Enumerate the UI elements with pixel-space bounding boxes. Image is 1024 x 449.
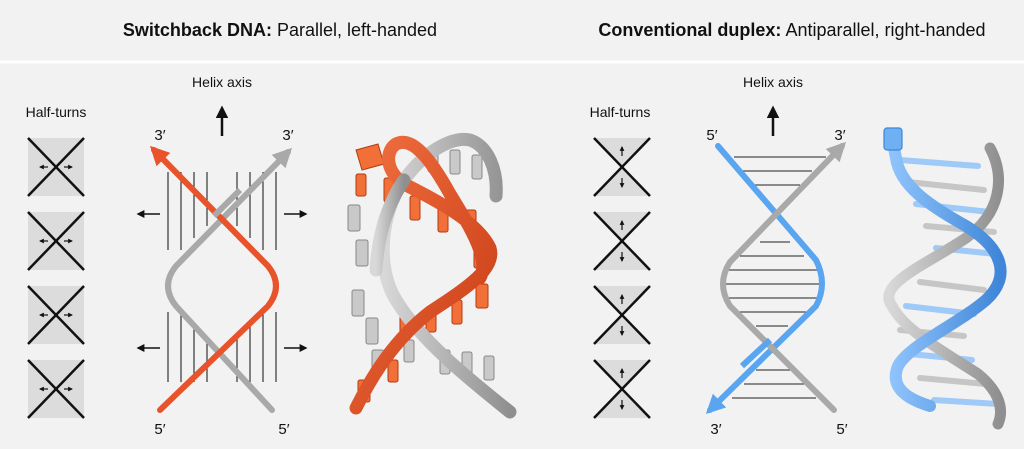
right-gray-strand — [720, 141, 847, 413]
right-half-turn-4 — [593, 359, 651, 419]
left-bottom-left-end: 5′ — [154, 421, 165, 438]
left-bottom-right-end: 5′ — [278, 421, 289, 438]
right-top-right-end: 3′ — [834, 127, 845, 144]
left-gray-strand — [165, 147, 293, 413]
left-half-turns-label: Half-turns — [26, 104, 87, 120]
left-orange-strand — [149, 145, 279, 413]
left-half-turn-3 — [27, 285, 85, 345]
right-half-turns-label: Half-turns — [590, 104, 651, 120]
right-half-turn-icons — [593, 137, 651, 419]
left-half-turn-2 — [27, 211, 85, 271]
right-bottom-left-end: 3′ — [710, 421, 721, 438]
right-bottom-right-end: 5′ — [836, 421, 847, 438]
b-dna-3d-model — [883, 127, 1007, 430]
left-half-turn-4 — [27, 359, 85, 419]
right-half-turn-3 — [593, 285, 651, 345]
left-gray-overlap — [211, 187, 243, 219]
right-base-pairs — [720, 156, 826, 399]
right-schematic: Helix axis 5′ 3′ 3′ 5′ — [705, 74, 848, 438]
right-half-turn-2 — [593, 211, 651, 271]
left-helix-axis-label: Helix axis — [192, 74, 252, 90]
switchback-3d-model — [347, 132, 517, 419]
right-top-left-end: 5′ — [706, 127, 717, 144]
right-blue-strand — [705, 143, 825, 415]
right-title: Conventional duplex: Antiparallel, right… — [598, 20, 985, 40]
left-top-left-end: 3′ — [154, 127, 165, 144]
right-helix-axis-label: Helix axis — [743, 74, 803, 90]
left-half-turn-1 — [27, 137, 85, 197]
right-half-turn-1 — [593, 137, 651, 197]
left-schematic: Helix axis — [136, 74, 308, 438]
left-base-pairs — [167, 172, 277, 382]
left-half-turn-icons — [27, 137, 85, 419]
left-title: Switchback DNA: Parallel, left-handed — [123, 20, 437, 40]
right-blue-overlap — [739, 337, 773, 369]
left-top-right-end: 3′ — [282, 127, 293, 144]
